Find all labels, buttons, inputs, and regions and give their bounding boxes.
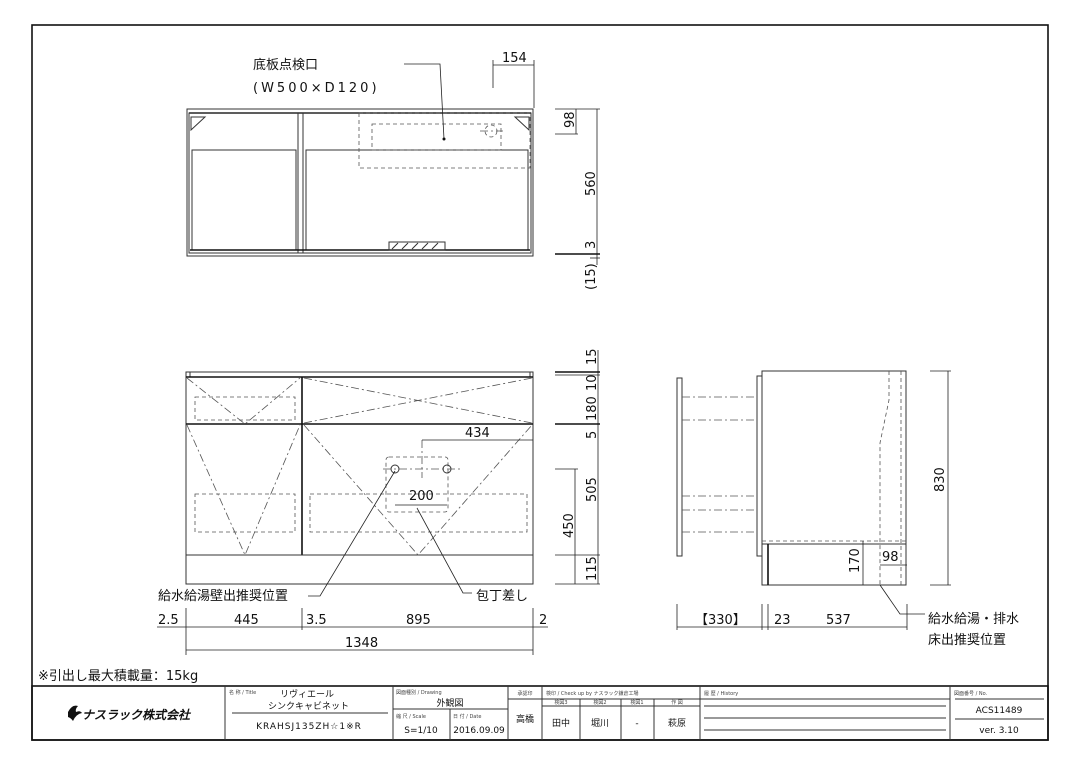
dim-2-5: 2.5 [158,613,179,628]
checker-2-name: 堀川 [591,718,609,729]
floor-outlet-label-1: 給水給湯・排水 [928,612,1019,627]
inspection-size-label: (W500×D120) [253,81,380,96]
dim-560: 560 [584,171,599,196]
dim-5: 5 [585,431,600,439]
scale-value: S=1/10 [404,726,438,736]
drawing-version: ver. 3.10 [979,726,1019,736]
product-series: リヴィエール [280,688,334,700]
dim-23: 23 [774,613,791,628]
check-caption: 検印 / Check up by ナスラック鎌倉工場 [546,690,639,697]
check-col-2: 検図2 [593,699,606,706]
dim-505: 505 [585,477,600,502]
dim-115: 115 [585,556,600,581]
company-logo: ナスラック株式会社 [68,705,192,722]
dim-154: 154 [502,51,527,66]
checker-3-name: 田中 [552,717,570,729]
drawing-caption: 図面種別 / Drawing [396,689,442,696]
check-col-drafter: 作 図 [671,699,683,706]
drawing-number: ACS11489 [976,706,1023,716]
history-caption: 履 歴 / History [704,691,738,697]
check-col-3: 検図3 [554,699,567,706]
date-value: 2016.09.09 [453,726,505,736]
dim-200: 200 [409,489,434,504]
knife-holder-label: 包丁差し [476,589,528,604]
dim-2: 2 [539,613,547,628]
model-number: KRAHSJ135ZH☆1※R [256,722,362,732]
dim-98: 98 [563,111,578,128]
scale-caption: 縮 尺 / Scale [396,713,426,720]
dim-98-side: 98 [882,550,899,565]
drawing-type: 外観図 [436,697,463,709]
side-view: 830 170 98 給水給湯・排水 床出推奨位置 【330】 23 537 [676,370,1019,648]
approver-name: 高橋 [516,713,534,725]
checker-1-name: - [635,719,638,729]
dim-537: 537 [826,613,851,628]
check-col-1: 検図1 [630,699,643,706]
title-block: ナスラック株式会社 名 称 / Title リヴィエール シンクキャビネット K… [31,685,1049,741]
front-view: 434 200 給水給湯壁出推奨位置 包丁差し 15 10 180 5 505 … [157,348,600,655]
inspection-label: 底板点検口 [253,57,318,73]
number-caption: 図面番号 / No. [954,690,988,697]
company-name: ナスラック株式会社 [82,708,192,722]
top-view: 底板点検口 (W500×D120) 154 98 560 3 (15) [186,51,600,290]
dim-180: 180 [585,396,600,421]
floor-outlet-label-2: 床出推奨位置 [928,633,1006,648]
dim-330: 【330】 [695,613,746,628]
product-name: シンクキャビネット [268,701,349,712]
dim-3: 3 [584,241,599,249]
title-caption: 名 称 / Title [229,689,256,696]
wall-outlet-label: 給水給湯壁出推奨位置 [158,589,288,604]
dim-895: 895 [406,613,431,628]
inspection-opening [358,112,531,169]
max-load-note: ※引出し最大積載量：15kg [38,669,198,684]
dim-1348: 1348 [345,636,378,651]
dim-434: 434 [465,426,490,441]
dim-170: 170 [848,548,863,573]
dim-830: 830 [933,467,948,492]
dim-3-5: 3.5 [306,613,327,628]
sheet-border [31,24,1049,741]
date-caption: 日 付 / Date [453,713,481,720]
dim-15: (15) [584,263,599,290]
dim-450: 450 [562,513,577,538]
drafter-name: 萩原 [668,718,686,729]
approve-caption: 承認印 [517,690,532,697]
dim-10: 10 [585,374,600,391]
dim-15-front: 15 [585,348,600,365]
dim-445: 445 [234,613,259,628]
